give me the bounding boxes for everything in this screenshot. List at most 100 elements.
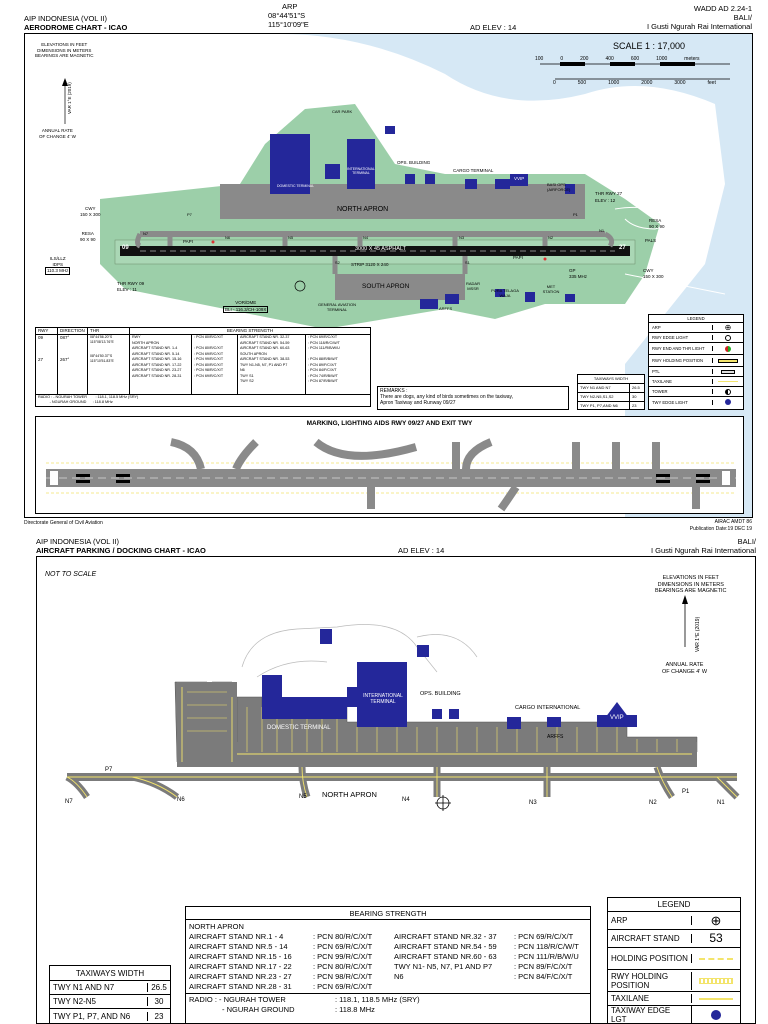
label-n1-2: N1 xyxy=(717,800,725,806)
label-domestic-terminal-2: DOMESTIC TERMINAL xyxy=(267,725,331,731)
label-runway: 3000 X 45 ASPHALT xyxy=(355,246,406,252)
bearing-strength-table: BEARING STRENGTH NORTH APRON AIRCRAFT ST… xyxy=(185,906,591,1023)
chart-title: AERODROME CHART - ICAO xyxy=(24,23,128,32)
page-ref: WADD AD 2.24-1 xyxy=(693,4,752,13)
label-n7-2: N7 xyxy=(65,799,73,805)
label-p7-2: P7 xyxy=(105,767,113,773)
not-to-scale: NOT TO SCALE xyxy=(45,571,97,578)
label-papi-west: PAPI xyxy=(183,239,193,244)
label-south-apron: SOUTH APRON xyxy=(362,283,410,290)
ptl-icon xyxy=(721,369,735,374)
label-pals: PALS xyxy=(645,238,657,243)
label-n4-2: N4 xyxy=(402,797,410,803)
aircraft-stand-number: 53 xyxy=(709,931,723,945)
footer-amdt: AIRAC AMDT 86 xyxy=(714,519,752,525)
radio-frequencies: RADIO : - NGURAH TOWER: 118.1, 118.5 MHz… xyxy=(189,995,420,1014)
legend-top: LEGEND ARP⊕ RWY EDGE LIGHT RWY END AND T… xyxy=(648,314,744,410)
ad-elev-2: AD ELEV : 14 xyxy=(398,546,445,555)
bearing-right-col: AIRCRAFT STAND NR.32 - 37: PCN 69/R/C/X/… xyxy=(394,932,579,981)
label-ops-building-2: OPS. BUILDING xyxy=(420,691,461,697)
rwy-edge-light-icon xyxy=(725,334,731,341)
arp-symbol-icon: ⊕ xyxy=(724,323,732,332)
label-met: MET STATION xyxy=(542,284,560,294)
tower-icon xyxy=(725,388,731,395)
arp-lat: 08°44'51"S xyxy=(268,11,306,20)
label-north-apron: NORTH APRON xyxy=(337,206,389,213)
taxilane-legend-icon xyxy=(699,997,733,1000)
label-arffs: ARFFS xyxy=(439,306,453,311)
arp-lon: 115°10'09"E xyxy=(268,20,309,29)
label-n6: N6 xyxy=(225,235,231,240)
arp-marker xyxy=(435,795,451,811)
label-n5: N5 xyxy=(288,235,294,240)
label-n7: N7 xyxy=(143,231,149,236)
bearing-left-col: AIRCRAFT STAND NR.1 - 4: PCN 80/R/C/X/T … xyxy=(189,932,373,991)
footer-left: Directorate General of Civil Aviation xyxy=(24,520,103,526)
twy-edge-light-icon xyxy=(725,399,731,405)
domestic-terminal-building xyxy=(262,675,347,719)
parking-map xyxy=(65,595,740,811)
holding-position-legend-icon xyxy=(699,957,733,960)
province-2: BALI/ xyxy=(737,537,756,546)
north-apron xyxy=(220,184,585,219)
label-vvip: VVIP xyxy=(514,176,525,181)
label-n2-2: N2 xyxy=(649,800,657,806)
label-elev12: ELEV : 12 xyxy=(595,198,616,203)
marking-title: MARKING, LIGHTING AIDS RWY 09/27 AND EXI… xyxy=(306,420,473,427)
label-pura: PURA TELAGA WAJA xyxy=(491,288,519,298)
label-n4: N4 xyxy=(363,235,369,240)
papi-west-marker xyxy=(211,240,215,244)
taxiway-edge-light-legend-icon xyxy=(711,1010,721,1020)
intl-terminal-building xyxy=(357,662,407,727)
label-north-apron-2: NORTH APRON xyxy=(322,790,377,799)
label-p1: P1 xyxy=(573,212,578,217)
province: BALI/ xyxy=(733,13,752,22)
aip-title: AIP INDONESIA (VOL II) xyxy=(24,14,107,23)
parking-chart-title: AIRCRAFT PARKING / DOCKING CHART - ICAO xyxy=(36,546,206,555)
marking-lighting-panel: MARKING, LIGHTING AIDS RWY 09/27 AND EXI… xyxy=(35,416,744,514)
international-terminal xyxy=(347,139,375,189)
label-p1-2: P1 xyxy=(682,789,690,795)
variation-text: VAR 1°E (2019) xyxy=(67,82,72,114)
label-vvip-2: VVIP xyxy=(610,715,624,721)
label-radar: RADAR MSSR xyxy=(465,281,480,291)
bearing-title: BEARING STRENGTH xyxy=(186,907,590,920)
arp-legend-icon: ⊕ xyxy=(710,913,722,928)
label-basi-ops: BASI OPS (AIRFORCE) xyxy=(547,182,571,192)
label-ops-building: OPS. BUILDING xyxy=(397,160,431,165)
thr-light-icon xyxy=(725,345,731,352)
label-cargo-terminal: CARGO TERMINAL xyxy=(453,168,494,173)
label-cargo-intl: CARGO INTERNATIONAL xyxy=(515,705,581,711)
label-n5-2: N5 xyxy=(299,794,307,800)
south-apron xyxy=(335,274,465,300)
scale-label: SCALE 1 : 17,000 xyxy=(613,41,686,51)
ad-elev: AD ELEV : 14 xyxy=(470,23,517,32)
marking-diagram xyxy=(46,438,736,512)
rwy-holding-legend-icon xyxy=(699,977,733,984)
label-arffs-2: ARFFS xyxy=(547,734,564,740)
label-n1: N1 xyxy=(599,228,605,233)
sea-area xyxy=(280,34,752,517)
vor-marker xyxy=(294,280,306,292)
label-car-park: CAR PARK xyxy=(332,109,353,114)
papi-east-marker xyxy=(543,257,547,261)
label-domestic-terminal: DOMESTIC TERMINAL xyxy=(277,184,315,188)
label-s2: S2 xyxy=(335,260,340,265)
label-n6-2: N6 xyxy=(177,797,185,803)
